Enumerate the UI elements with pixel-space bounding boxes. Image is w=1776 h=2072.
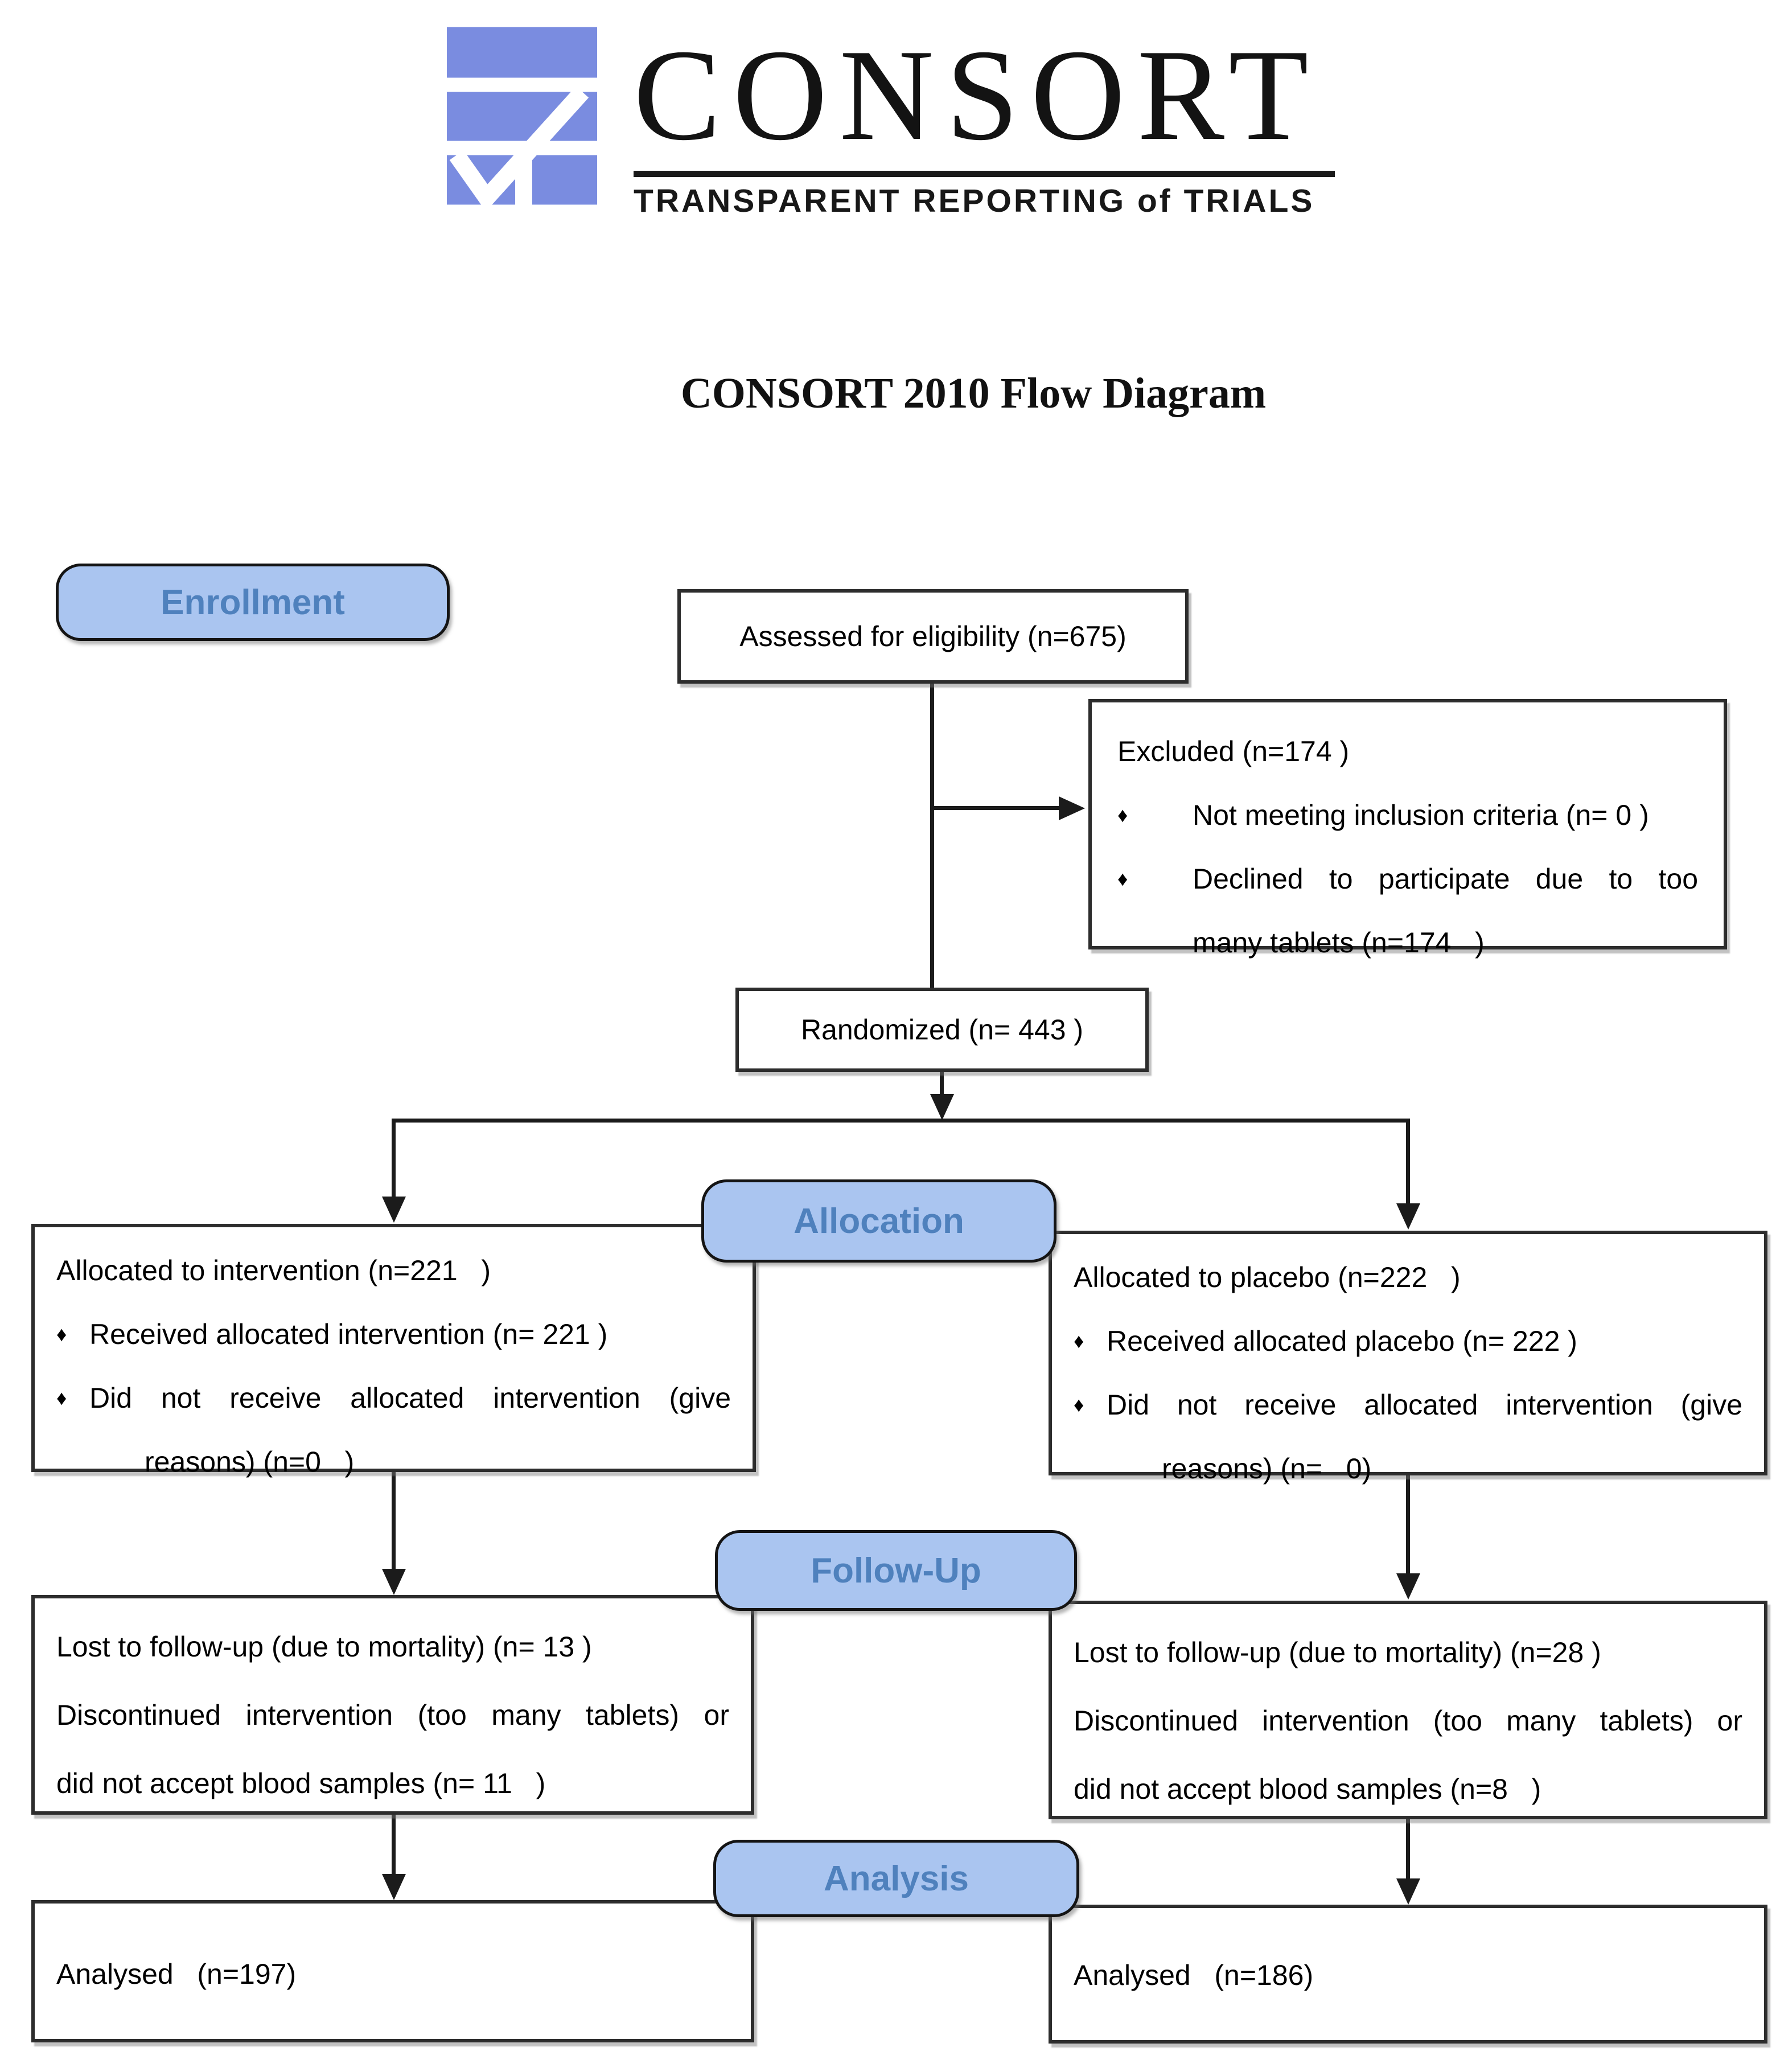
box-followup-placebo: Lost to follow-up (due to mortality) (n=… <box>1049 1601 1767 1819</box>
bullet-icon: ♦ <box>1074 1329 1084 1352</box>
box-randomized-text: Randomized (n= 443 ) <box>800 1014 1084 1046</box>
consort-logo-icon <box>447 27 597 205</box>
box-excluded-bullet-1-text: Not meeting inclusion criteria (n= 0 ) <box>1193 799 1649 831</box>
box-alloc-right-bullet-2: ♦ Did not receive allocated intervention … <box>1074 1373 1742 1437</box>
stage-label-analysis: Analysis <box>713 1840 1079 1917</box>
box-alloc-right-bullet-2-cont: reasons) (n= 0) <box>1162 1453 1372 1485</box>
stage-label-enrollment-text: Enrollment <box>161 582 345 622</box>
connector-alloc-followup-left <box>392 1470 396 1570</box>
box-excluded-bullet-2-cont: many tablets (n=174 ) <box>1193 927 1485 959</box>
box-alloc-left-bullet-2-cont: reasons) (n=0 ) <box>145 1446 355 1478</box>
stage-label-follow-up-text: Follow-Up <box>811 1551 981 1590</box>
box-alloc-right-title: Allocated to placebo (n=222 ) <box>1074 1261 1461 1293</box>
box-excluded-bullet-2-text: Declined to participate due to too <box>1193 863 1698 895</box>
box-analysed-right-text: Analysed (n=186) <box>1074 1959 1314 1991</box>
bullet-icon: ♦ <box>56 1386 67 1409</box>
stage-label-follow-up: Follow-Up <box>715 1530 1077 1611</box>
box-allocation-intervention: Allocated to intervention (n=221 ) ♦ Rece… <box>31 1224 756 1478</box>
box-fu-right-line-1: Lost to follow-up (due to mortality) (n=… <box>1074 1637 1601 1668</box>
page-title: CONSORT 2010 Flow Diagram <box>680 369 1267 417</box>
box-alloc-right-bullet-2-text: Did not receive allocated intervention (… <box>1107 1389 1742 1421</box>
arrowhead-analysis-right <box>1396 1878 1420 1905</box>
box-randomized: Randomized (n= 443 ) <box>735 988 1149 1072</box>
box-fu-left-line-1: Lost to follow-up (due to mortality) (n=… <box>56 1631 592 1663</box>
bullet-icon: ♦ <box>1117 803 1128 827</box>
box-analysed-left-text: Analysed (n=197) <box>56 1958 297 1990</box>
stage-label-allocation-text: Allocation <box>794 1201 964 1241</box>
box-alloc-left-bullet-1: ♦ Received allocated intervention (n= 221… <box>56 1302 731 1366</box>
arrowhead-split <box>930 1094 954 1120</box>
connector-to-excluded <box>932 806 1062 810</box>
bullet-icon: ♦ <box>1074 1393 1084 1416</box>
box-excluded-bullet-1: ♦ Not meeting inclusion criteria (n= 0 ) <box>1117 783 1698 847</box>
connector-split-alloc-left <box>392 1119 396 1198</box>
box-excluded-bullet-2: ♦ Declined to participate due to too <box>1117 847 1698 911</box>
box-followup-intervention: Lost to follow-up (due to mortality) (n=… <box>31 1595 754 1815</box>
box-assessed: Assessed for eligibility (n=675) <box>677 589 1189 684</box>
arrowhead-followup-left <box>382 1569 406 1595</box>
logo-tagline: TRANSPARENT REPORTING of TRIALS <box>634 183 1315 219</box>
bullet-icon: ♦ <box>56 1322 67 1346</box>
arrowhead-alloc-right <box>1396 1203 1420 1230</box>
stage-label-analysis-text: Analysis <box>823 1859 969 1898</box>
arrowhead-followup-right <box>1396 1573 1420 1600</box>
box-fu-left-line-3: did not accept blood samples (n= 11 ) <box>56 1767 546 1799</box>
box-analysed-intervention: Analysed (n=197) <box>31 1900 754 2042</box>
connector-randomized-split <box>940 1072 944 1098</box>
connector-followup-analysis-left <box>392 1776 396 1875</box>
logo-divider <box>634 171 1335 177</box>
box-analysed-placebo: Analysed (n=186) <box>1049 1905 1767 2044</box>
stage-label-enrollment: Enrollment <box>56 564 450 641</box>
split-line <box>393 1119 1410 1123</box>
box-alloc-right-bullet-1: ♦ Received allocated placebo (n= 222 ) <box>1074 1309 1742 1373</box>
connector-alloc-followup-right <box>1406 1473 1410 1574</box>
box-allocation-placebo: Allocated to placebo (n=222 ) ♦ Received … <box>1049 1231 1767 1485</box>
box-alloc-left-bullet-2-text: Did not receive allocated intervention (… <box>89 1382 731 1414</box>
bullet-icon: ♦ <box>1117 867 1128 890</box>
box-alloc-left-title: Allocated to intervention (n=221 ) <box>56 1255 491 1286</box>
box-alloc-right-bullet-1-text: Received allocated placebo (n= 222 ) <box>1107 1325 1577 1357</box>
box-fu-right-line-3: did not accept blood samples (n=8 ) <box>1074 1773 1541 1805</box>
connector-split-alloc-right <box>1406 1119 1410 1205</box>
box-assessed-text: Assessed for eligibility (n=675) <box>739 620 1127 652</box>
box-alloc-left-bullet-1-text: Received allocated intervention (n= 221 … <box>89 1318 608 1350</box>
box-fu-right-line-2: Discontinued intervention (too many tabl… <box>1074 1705 1742 1737</box>
box-alloc-left-bullet-2: ♦ Did not receive allocated intervention … <box>56 1366 731 1430</box>
arrowhead-alloc-left <box>382 1197 406 1223</box>
arrowhead-analysis-left <box>382 1874 406 1900</box>
stage-label-allocation: Allocation <box>701 1179 1056 1263</box>
box-excluded: Excluded (n=174 ) ♦ Not meeting inclusion… <box>1088 699 1727 959</box>
arrowhead-excluded <box>1059 796 1085 820</box>
box-fu-left-line-2: Discontinued intervention (too many tabl… <box>56 1699 729 1731</box>
connector-assessed-randomized <box>930 684 934 988</box>
connector-followup-analysis-right <box>1406 1781 1410 1880</box>
box-excluded-title: Excluded (n=174 ) <box>1117 735 1350 767</box>
logo-wordmark: CONSORT <box>634 22 1321 167</box>
